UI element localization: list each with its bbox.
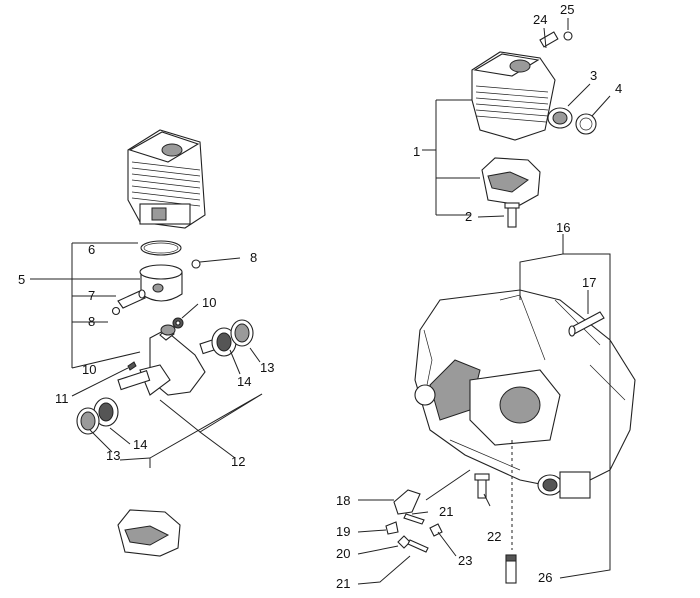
pin-21-top	[403, 513, 425, 525]
seal-right	[230, 319, 254, 347]
piston	[139, 264, 183, 302]
callout-labels: 1 2 3 4 5 6 7 8 8 10 10 11 12 13 13 14 1…	[18, 2, 622, 591]
crankcase-half-left	[117, 509, 181, 557]
callout-26: 26	[538, 570, 552, 585]
callout-10-top: 10	[202, 295, 216, 310]
pin-20	[397, 535, 429, 553]
callout-16: 16	[556, 220, 570, 235]
fitting-17	[568, 311, 605, 337]
circlip-right	[191, 259, 201, 269]
lever-18	[393, 489, 421, 515]
exhaust-ring	[575, 113, 597, 135]
bearing-left	[93, 397, 119, 427]
callout-21-top: 21	[439, 504, 453, 519]
callout-22: 22	[487, 529, 501, 544]
bolt-22	[474, 473, 490, 499]
callout-24: 24	[533, 12, 547, 27]
cylinder-left	[127, 129, 206, 229]
clip-19	[385, 521, 399, 535]
cylinder-right	[471, 51, 556, 141]
callout-10-bottom: 10	[82, 362, 96, 377]
bearing-right	[211, 327, 237, 357]
callout-21-bottom: 21	[336, 576, 350, 591]
callout-14-right: 14	[237, 374, 251, 389]
callout-3: 3	[590, 68, 597, 83]
callout-1: 1	[413, 144, 420, 159]
callout-7: 7	[88, 288, 95, 303]
dowel-26	[505, 554, 517, 584]
leader-lines	[30, 18, 611, 585]
seal-left	[76, 407, 100, 435]
piston-ring	[140, 240, 182, 256]
bolt-2	[504, 202, 520, 228]
needle-bearing	[172, 317, 184, 329]
circlip-left	[111, 306, 121, 316]
callout-8-left: 8	[88, 314, 95, 329]
callout-17: 17	[582, 275, 596, 290]
callout-8-right: 8	[250, 250, 257, 265]
callout-4: 4	[615, 81, 622, 96]
spark-plug	[539, 31, 573, 48]
callout-14-left: 14	[133, 437, 147, 452]
callout-23: 23	[458, 553, 472, 568]
callout-13-left: 13	[106, 448, 120, 463]
callout-5: 5	[18, 272, 25, 287]
callout-20: 20	[336, 546, 350, 561]
crankcase-half-right	[481, 157, 541, 206]
callout-6: 6	[88, 242, 95, 257]
callout-19: 19	[336, 524, 350, 539]
callout-13-right: 13	[260, 360, 274, 375]
callout-2: 2	[465, 209, 472, 224]
callout-18: 18	[336, 493, 350, 508]
callout-11: 11	[55, 391, 69, 406]
exhaust-gasket	[547, 107, 573, 129]
callout-12: 12	[231, 454, 245, 469]
crankcase	[414, 289, 636, 499]
piston-pin	[117, 289, 146, 309]
callout-25: 25	[560, 2, 574, 17]
woodruff-key	[127, 361, 137, 371]
